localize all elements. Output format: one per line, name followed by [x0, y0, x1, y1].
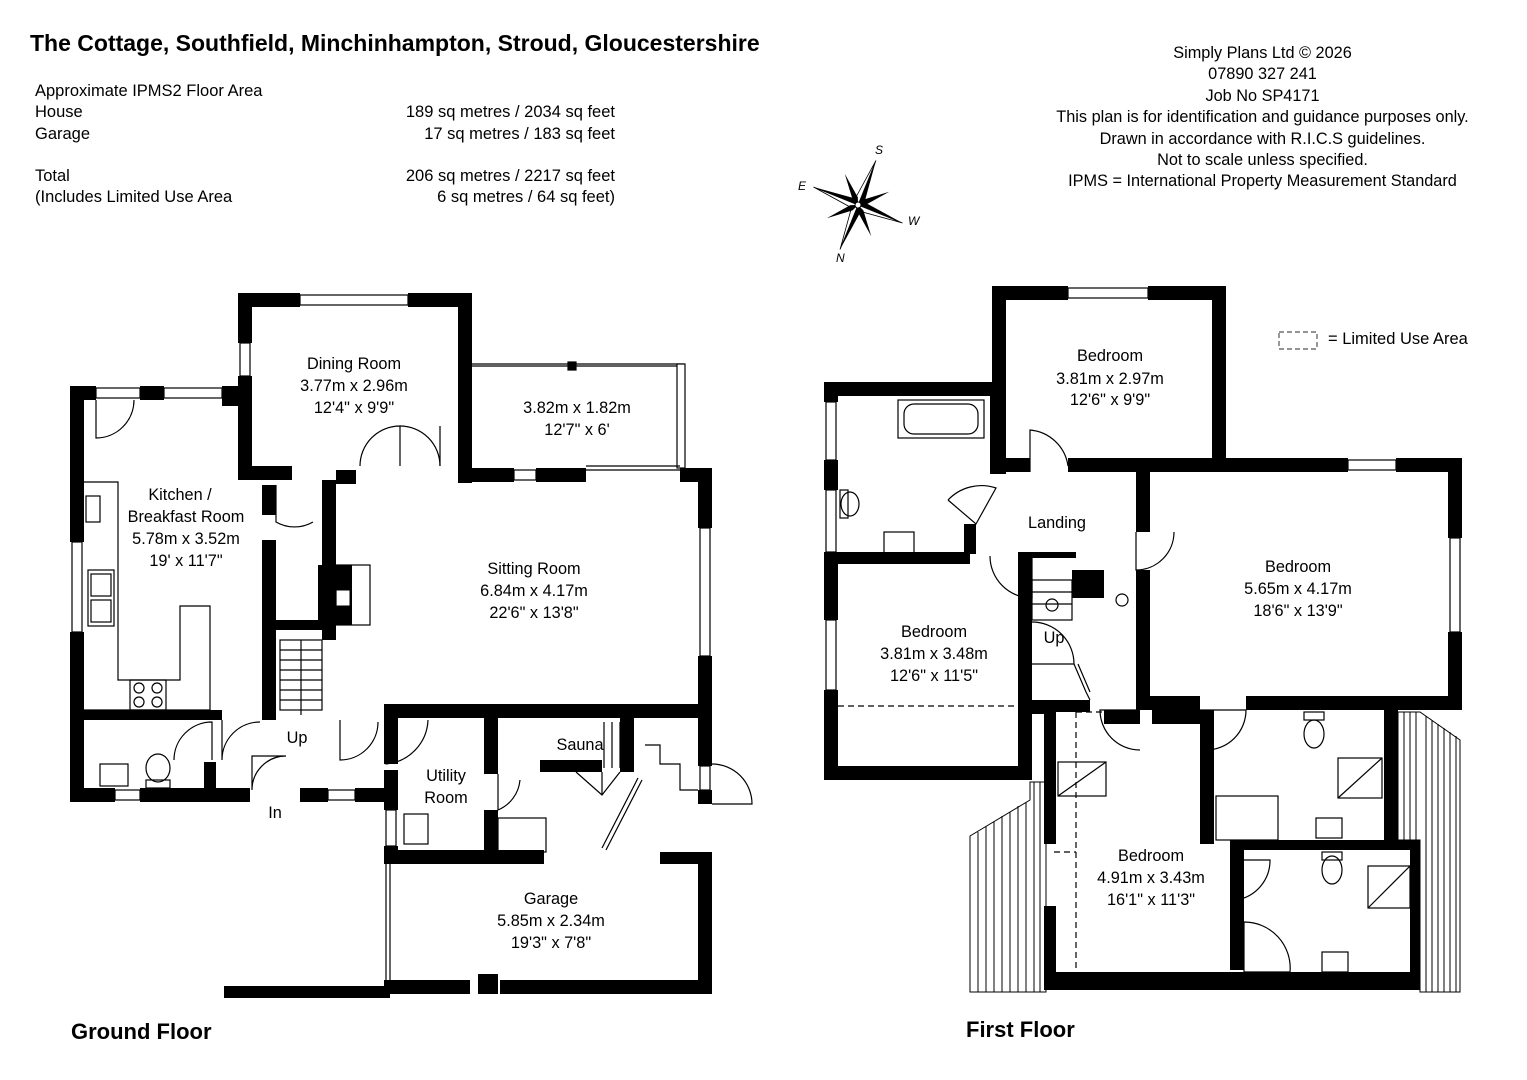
bedroom-top-name: Bedroom: [1077, 347, 1143, 365]
garage-metric: 5.85m x 2.34m: [497, 912, 605, 930]
first-floor-lines: [825, 287, 1461, 993]
sitting-room-imperial: 22'6" x 13'8": [489, 604, 579, 622]
compass-e: E: [798, 179, 807, 193]
first-floor-label: First Floor: [966, 1017, 1075, 1042]
dining-room-name: Dining Room: [307, 355, 401, 373]
legend-label: = Limited Use Area: [1328, 330, 1468, 348]
credit-line: Job No SP4171: [1205, 86, 1320, 105]
sitting-room-metric: 6.84m x 4.17m: [480, 582, 588, 600]
bedroom-right-imperial: 18'6" x 13'9": [1253, 602, 1343, 620]
bedroom-right-metric: 5.65m x 4.17m: [1244, 580, 1352, 598]
area-row-value: 189 sq metres / 2034 sq feet: [405, 103, 615, 122]
utility-name-1: Utility: [426, 767, 467, 785]
area-row-value: 206 sq metres / 2217 sq feet: [405, 167, 615, 186]
credit-line: Simply Plans Ltd © 2026: [1173, 44, 1352, 62]
bedroom-left-name: Bedroom: [901, 623, 967, 641]
ground-floor-plan: [70, 293, 712, 998]
credit-line: Not to scale unless specified.: [1157, 151, 1368, 170]
conservatory-imperial: 12'7" x 6': [544, 421, 609, 439]
bedroom-left-metric: 3.81m x 3.48m: [880, 645, 988, 663]
area-row-label: (Includes Limited Use Area: [35, 188, 233, 207]
garage-imperial: 19'3" x 7'8": [511, 934, 591, 952]
compass-w: W: [908, 214, 921, 228]
credit-line: 07890 327 241: [1208, 65, 1317, 84]
bedroom-bottom-imperial: 16'1" x 11'3": [1107, 891, 1195, 909]
area-row-label: House: [35, 103, 83, 122]
credit-line: This plan is for identification and guid…: [1056, 108, 1469, 127]
garage-name: Garage: [524, 890, 578, 908]
compass-rose-icon: [813, 160, 903, 250]
kitchen-name-2: Breakfast Room: [128, 508, 245, 526]
first-floor-plan: [824, 286, 1462, 990]
credit-line: IPMS = International Property Measuremen…: [1068, 172, 1457, 191]
compass-s: S: [875, 143, 883, 157]
legend-swatch: [1278, 331, 1318, 350]
bedroom-left-imperial: 12'6" x 11'5": [890, 667, 978, 685]
stairs-up-label: Up: [287, 729, 308, 747]
kitchen-metric: 5.78m x 3.52m: [132, 530, 240, 548]
stairs-up-label: Up: [1044, 629, 1065, 647]
plan-title: The Cottage, Southfield, Minchinhampton,…: [30, 30, 760, 56]
area-row-value: 17 sq metres / 183 sq feet: [424, 124, 615, 143]
legend-limited-use: = Limited Use Area: [1328, 330, 1468, 349]
kitchen-name-1: Kitchen /: [148, 486, 212, 504]
sitting-room-name: Sitting Room: [487, 560, 580, 578]
bedroom-bottom-name: Bedroom: [1118, 847, 1184, 865]
sauna-name: Sauna: [556, 736, 604, 754]
utility-name-2: Room: [424, 789, 467, 807]
bedroom-right-name: Bedroom: [1265, 558, 1331, 576]
bedroom-top-imperial: 12'6" x 9'9": [1070, 391, 1150, 409]
ground-floor-labels: Dining Room 3.77m x 2.96m 12'4" x 9'9" 3…: [128, 355, 631, 952]
bedroom-top-metric: 3.81m x 2.97m: [1056, 370, 1164, 388]
area-heading: Approximate IPMS2 Floor Area: [35, 82, 263, 100]
area-summary: Approximate IPMS2 Floor Area House 189 sq…: [35, 81, 615, 209]
dining-room-metric: 3.77m x 2.96m: [300, 377, 408, 395]
area-row-label: Total: [35, 167, 70, 186]
first-floor-labels: Bedroom 3.81m x 2.97m 12'6" x 9'9" Landi…: [880, 347, 1352, 909]
ground-floor-lines: [71, 294, 753, 986]
ground-floor-label: Ground Floor: [71, 1019, 212, 1044]
dining-room-imperial: 12'4" x 9'9": [314, 399, 394, 417]
area-row-value: 6 sq metres / 64 sq feet): [437, 188, 615, 207]
bedroom-bottom-metric: 4.91m x 3.43m: [1097, 869, 1205, 887]
landing-name: Landing: [1028, 514, 1086, 532]
credit-line: Drawn in accordance with R.I.C.S guideli…: [1099, 129, 1426, 148]
entrance-label: In: [268, 804, 282, 822]
conservatory-metric: 3.82m x 1.82m: [523, 399, 631, 417]
compass-n: N: [836, 251, 845, 265]
kitchen-imperial: 19' x 11'7": [149, 552, 222, 570]
area-row-label: Garage: [35, 124, 91, 143]
credits-block: Simply Plans Ltd © 2026 07890 327 241 Jo…: [1010, 43, 1515, 193]
